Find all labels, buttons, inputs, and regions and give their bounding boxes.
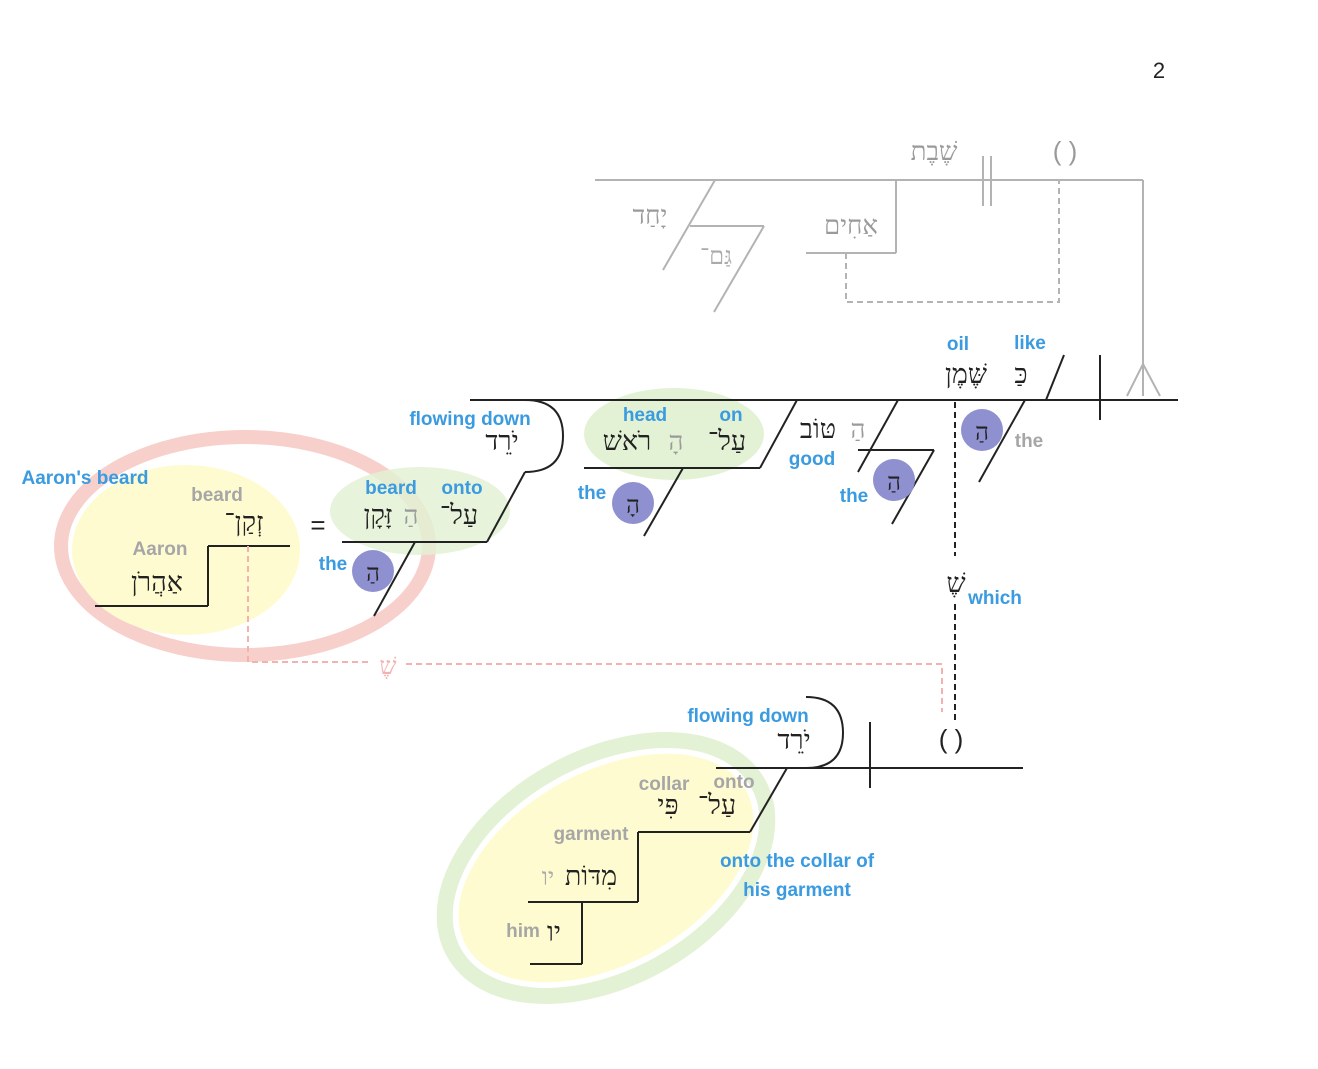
al-preposition-head: עַל־: [708, 426, 746, 457]
main-baseline: [342, 354, 1178, 617]
label-aarons-beard: Aaron's beard: [22, 468, 149, 489]
pi-word: פִּי: [657, 790, 678, 821]
yu-word: יו: [547, 917, 561, 948]
aaron-beard-yellow-highlight: [72, 465, 300, 635]
gloss-flowing-down-2: flowing down: [687, 706, 808, 727]
aharon-word: אַהֲרֹן: [131, 567, 183, 598]
rosh-word: רֹאשׁ: [603, 426, 652, 457]
al-preposition-collar: עַל־: [698, 790, 736, 821]
beard-phrase-green-highlight: [330, 467, 510, 555]
yu-suffix-gray: יו: [542, 863, 554, 891]
gloss-aaron: Aaron: [133, 539, 188, 560]
ha-article-tov: הַ: [851, 415, 866, 445]
gloss-oil: oil: [947, 334, 969, 355]
he-article-3: הָ: [626, 491, 640, 519]
ha-article-head: הָ: [669, 427, 684, 457]
second-baseline: [528, 696, 1023, 965]
head-phrase-green-highlight: [584, 388, 764, 480]
gloss-beard-gray: beard: [191, 485, 243, 506]
he-article-2: הַ: [887, 468, 901, 496]
previous-clause-diagram: [595, 156, 1144, 396]
gloss-the-2: the: [840, 486, 869, 507]
gloss-onto-2: onto: [713, 772, 754, 793]
he-article-circle-1: [961, 409, 1003, 451]
zekan-word: זְקַן־: [224, 507, 263, 538]
gloss-him: him: [506, 921, 540, 942]
equals-sign: =: [310, 510, 325, 540]
gloss-like: like: [1014, 333, 1046, 354]
collar-summary-line-2: his garment: [743, 880, 851, 901]
he-article-circle-3: [612, 482, 654, 524]
he-article-circle-4: [352, 550, 394, 592]
gloss-beard: beard: [365, 478, 417, 499]
gloss-good: good: [789, 449, 835, 470]
yored-word-1: יֹרֵד: [485, 426, 518, 457]
he-article-4: הַ: [366, 559, 380, 587]
gloss-garment: garment: [554, 824, 630, 845]
gloss-the-3: the: [578, 483, 607, 504]
she-link-word: שֶׁ: [380, 652, 397, 680]
ke-prefix: כַּ: [1014, 359, 1027, 390]
collar-summary-line-1: onto the collar of: [720, 851, 875, 872]
implied-subject-paren-2: ( ): [939, 724, 964, 754]
gloss-flowing-down-1: flowing down: [409, 409, 530, 430]
gloss-the-4: the: [319, 554, 348, 575]
he-article-circle-2: [873, 459, 915, 501]
yachad-word: יָחַד: [633, 201, 668, 231]
al-preposition-beard: עַל־: [440, 500, 478, 531]
gloss-onto-1: onto: [441, 478, 482, 499]
she-relative-word: שֶׁ: [946, 568, 965, 599]
gloss-on: on: [719, 405, 742, 426]
shevet-word: שֶׁבֶת: [911, 137, 958, 167]
gam-word: גַּם־: [700, 242, 732, 270]
tov-word: טּוֹב: [800, 414, 836, 445]
middot-word: מִדּוֹת: [565, 861, 617, 892]
gloss-which: which: [967, 588, 1022, 609]
collar-ring: [436, 732, 776, 1004]
ha-article-beard: הַ: [404, 501, 419, 531]
gloss-head: head: [623, 405, 667, 426]
page-number: 2: [1153, 58, 1165, 83]
implied-subject-paren: ( ): [1053, 136, 1078, 166]
she-relative-link-right: [406, 663, 943, 712]
achim-word: אַחִים: [824, 211, 878, 241]
zakan-word: זָּקָן: [364, 500, 393, 531]
yored-word-2: יֹרֵד: [777, 725, 810, 756]
gloss-collar: collar: [639, 774, 690, 795]
shemen-word: שֶּׁמֶן: [945, 359, 987, 390]
she-relative-link-left: [247, 546, 368, 663]
he-article-1: הַ: [975, 418, 989, 446]
collar-yellow-highlight: [458, 753, 754, 983]
gloss-the-1: the: [1015, 431, 1044, 452]
